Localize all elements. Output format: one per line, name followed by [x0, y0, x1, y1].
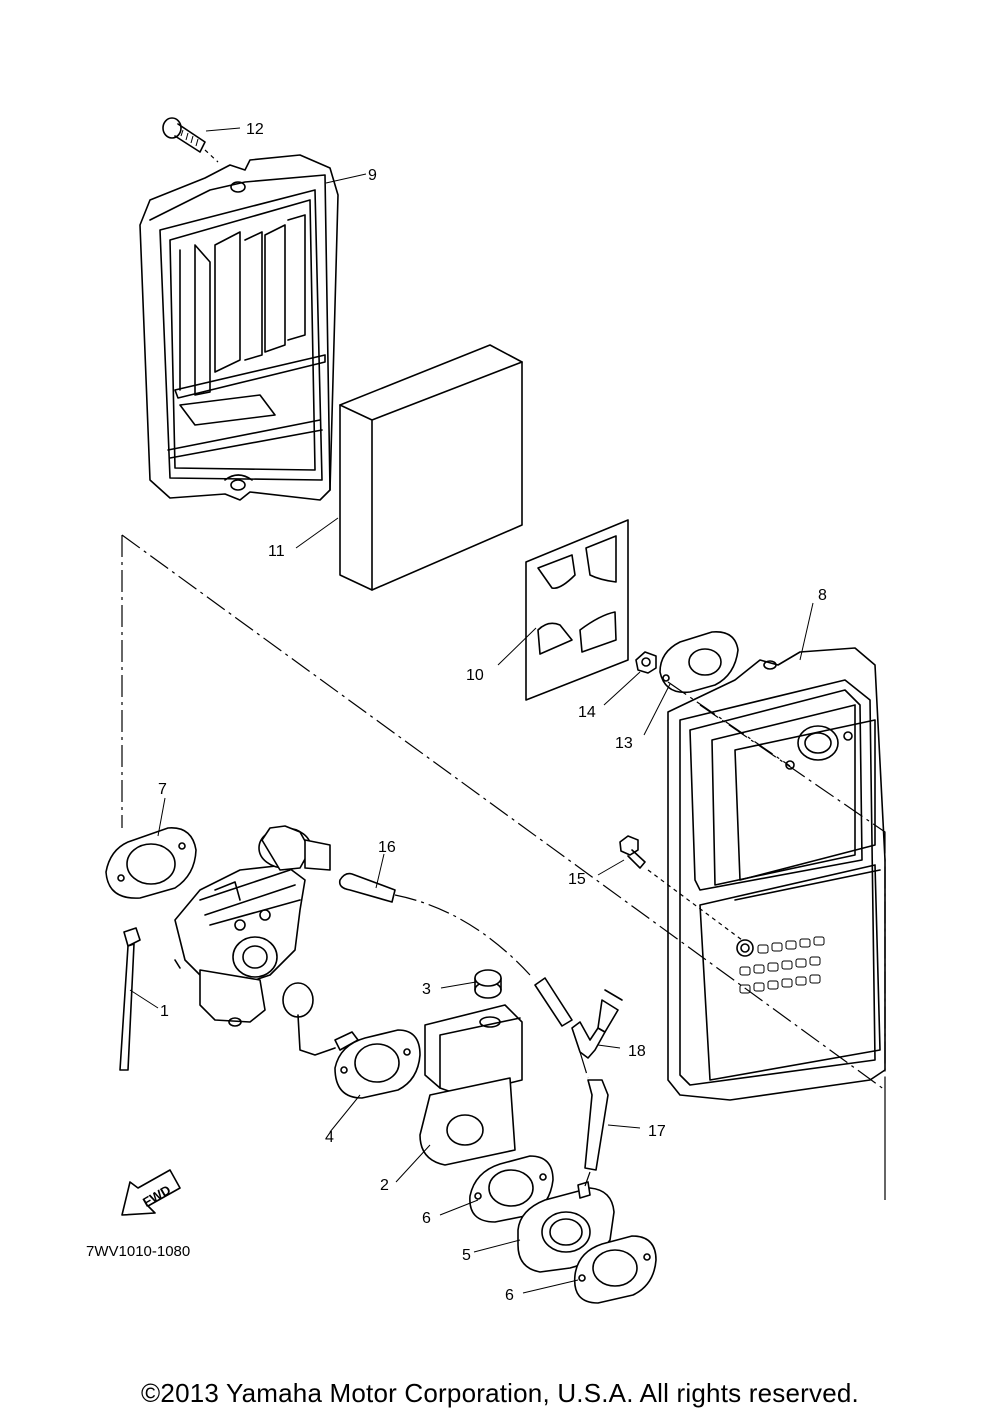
- air-cleaner-cover: [139, 154, 339, 501]
- callout-5: 5: [462, 1247, 471, 1264]
- bolt-12: [162, 117, 219, 163]
- callout-1: 1: [160, 1003, 169, 1020]
- gasket-6-lower: [573, 1235, 657, 1304]
- gasket-4: [334, 1029, 421, 1099]
- air-filter-element: [339, 344, 523, 591]
- cable-tie: [119, 927, 141, 1071]
- callout-6-upper: 6: [422, 1210, 431, 1227]
- reference-lines: [121, 534, 886, 1200]
- callout-16: 16: [378, 839, 396, 856]
- fwd-arrow-icon: FWD: [121, 1169, 181, 1216]
- callout-17: 17: [648, 1123, 666, 1140]
- leader-lines: [129, 127, 814, 1294]
- callout-2: 2: [380, 1177, 389, 1194]
- joint-bracket: [419, 1004, 523, 1166]
- hose-17: [579, 1051, 609, 1187]
- fitting-18: [571, 989, 623, 1059]
- callout-15: 15: [568, 871, 586, 888]
- callout-7: 7: [158, 781, 167, 798]
- grommet: [474, 969, 502, 999]
- callout-numbers: 12 9 11 10 8 14 13 15 7 16 1 3 18 4 17 2…: [158, 121, 827, 1304]
- gasket-6-upper: [469, 1155, 554, 1223]
- nut-14: [635, 651, 657, 674]
- callout-6-lower: 6: [505, 1287, 514, 1304]
- gasket-7: [105, 827, 197, 899]
- carburetor: [174, 825, 359, 1056]
- callout-11: 11: [268, 543, 285, 560]
- screw-15: [619, 835, 743, 941]
- gasket-10: [525, 519, 629, 701]
- air-cleaner-case: [667, 647, 886, 1101]
- hose-16: [338, 872, 573, 1027]
- copyright-notice: ©2013 Yamaha Motor Corporation, U.S.A. A…: [141, 1378, 859, 1408]
- callout-10: 10: [466, 667, 484, 684]
- callout-14: 14: [578, 704, 596, 721]
- callout-9: 9: [368, 167, 377, 184]
- callout-12: 12: [246, 121, 264, 138]
- callout-3: 3: [422, 981, 431, 998]
- callout-13: 13: [615, 735, 633, 752]
- gasket-13: [659, 631, 739, 694]
- diagram-code: 7WV1010-1080: [86, 1243, 190, 1260]
- callout-8: 8: [818, 587, 827, 604]
- callout-18: 18: [628, 1043, 646, 1060]
- callout-4: 4: [325, 1129, 334, 1146]
